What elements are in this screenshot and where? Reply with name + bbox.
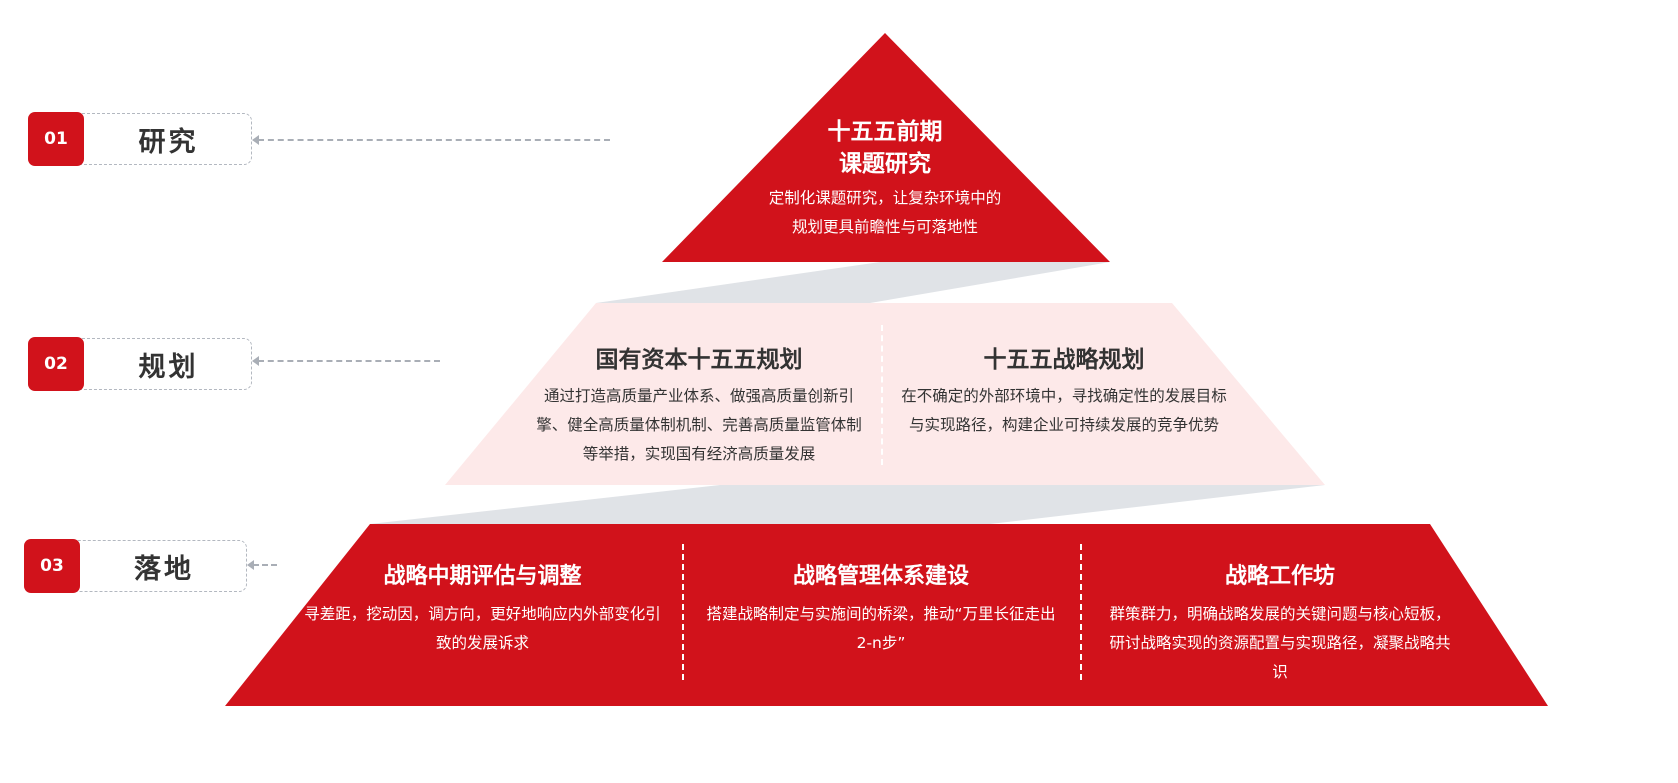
- level-label-implementation: 03 落地: [24, 539, 247, 593]
- arrow-left-icon: [252, 356, 440, 366]
- bottom-item-desc: 寻差距，挖动因，调方向，更好地响应内外部变化引致的发展诉求: [304, 605, 661, 652]
- arrow-left-icon: [247, 560, 277, 570]
- bottom-item-2: 战略管理体系建设 搭建战略制定与实施间的桥梁，推动“万里长征走出2-n步”: [700, 558, 1062, 658]
- level-title: 研究: [138, 126, 199, 158]
- middle-item-2: 十五五战略规划 在不确定的外部环境中，寻找确定性的发展目标与实现路径，构建企业可…: [900, 340, 1228, 440]
- middle-item-title: 十五五战略规划: [983, 347, 1145, 373]
- level-number: 01: [28, 112, 84, 166]
- connector-shadow-bottom: [370, 485, 1325, 524]
- divider: [682, 544, 684, 680]
- level-label-planning: 02 规划: [28, 337, 252, 391]
- pyramid-top-triangle: [662, 33, 1110, 262]
- level-label-research: 01 研究: [28, 112, 252, 166]
- middle-item-desc: 在不确定的外部环境中，寻找确定性的发展目标与实现路径，构建企业可持续发展的竞争优…: [901, 387, 1227, 434]
- top-title: 十五五前期 课题研究: [735, 116, 1035, 180]
- top-desc: 定制化课题研究，让复杂环境中的 规划更具前瞻性与可落地性: [735, 184, 1035, 242]
- pyramid-bottom-trapezoid: [225, 524, 1548, 706]
- divider: [1080, 544, 1082, 680]
- bottom-item-title: 战略工作坊: [1224, 564, 1335, 589]
- bottom-item-desc: 群策群力，明确战略发展的关键问题与核心短板，研讨战略实现的资源配置与实现路径，凝…: [1109, 605, 1451, 681]
- bottom-item-title: 战略管理体系建设: [792, 564, 969, 589]
- level-title: 规划: [138, 351, 199, 383]
- bottom-item-desc: 搭建战略制定与实施间的桥梁，推动“万里长征走出2-n步”: [706, 605, 1056, 652]
- top-title-line2: 课题研究: [839, 151, 931, 177]
- bottom-item-3: 战略工作坊 群策群力，明确战略发展的关键问题与核心短板，研讨战略实现的资源配置与…: [1105, 558, 1455, 687]
- middle-item-title: 国有资本十五五规划: [595, 347, 803, 373]
- top-tier: 十五五前期 课题研究 定制化课题研究，让复杂环境中的 规划更具前瞻性与可落地性: [735, 116, 1035, 242]
- middle-item-desc: 通过打造高质量产业体系、做强高质量创新引擎、健全高质量体制机制、完善高质量监管体…: [536, 387, 862, 463]
- bottom-item-1: 战略中期评估与调整 寻差距，挖动因，调方向，更好地响应内外部变化引致的发展诉求: [300, 558, 665, 658]
- top-title-line1: 十五五前期: [827, 119, 943, 145]
- top-desc-line1: 定制化课题研究，让复杂环境中的: [768, 189, 1002, 207]
- bottom-item-title: 战略中期评估与调整: [383, 564, 582, 589]
- level-title: 落地: [134, 553, 194, 585]
- pyramid-middle-trapezoid: [445, 303, 1325, 485]
- arrow-left-icon: [252, 135, 610, 145]
- connector-shadow-top: [596, 262, 1110, 303]
- top-desc-line2: 规划更具前瞻性与可落地性: [791, 218, 978, 236]
- level-number: 03: [24, 539, 80, 593]
- middle-item-1: 国有资本十五五规划 通过打造高质量产业体系、做强高质量创新引擎、健全高质量体制机…: [535, 340, 863, 469]
- level-number: 02: [28, 337, 84, 391]
- divider: [881, 325, 883, 465]
